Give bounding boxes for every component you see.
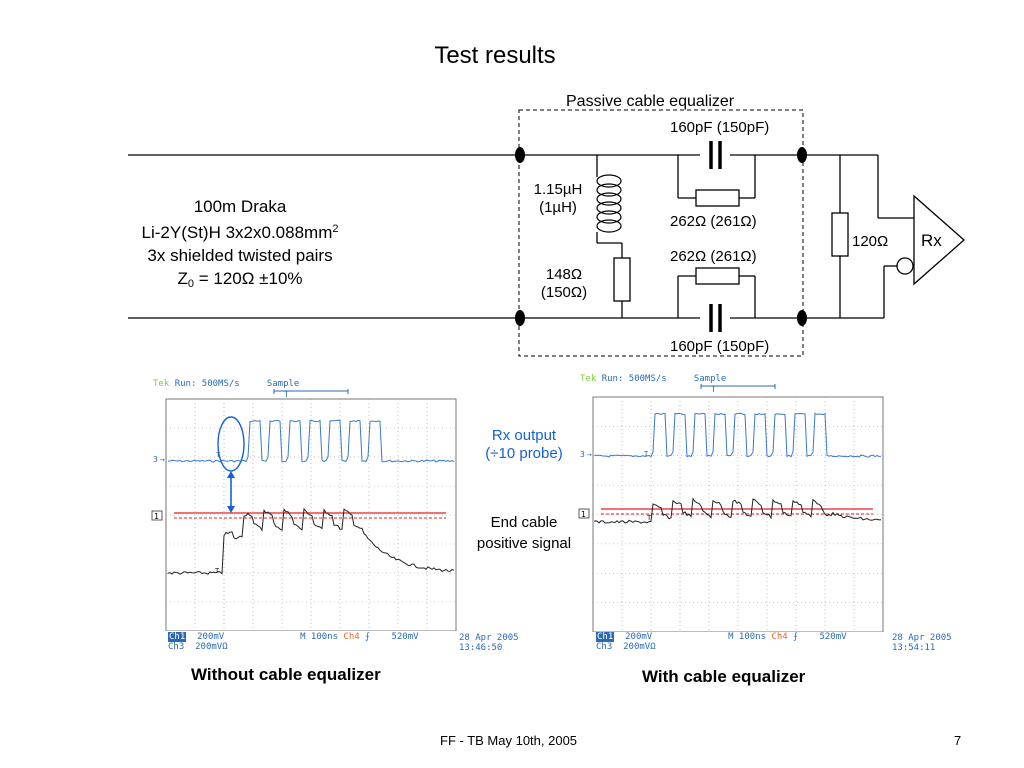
slide-title: Test results: [434, 42, 556, 69]
svg-text:1: 1: [581, 510, 586, 519]
page-number: 7: [954, 733, 962, 748]
top-series-resistor: [695, 189, 740, 207]
scope1-cable-signal-trace: [167, 507, 455, 575]
receiver-triangle: [913, 194, 965, 286]
svg-text:T: T: [647, 514, 652, 522]
cable-length: 100m Draka: [193, 197, 287, 216]
cable-type: Li-2Y(St)H 3x2x0.088mm2: [141, 223, 339, 242]
scope1-rx-output-trace: [167, 419, 455, 463]
equalizer-title: Passive cable equalizer: [566, 93, 735, 110]
scope2-trigger-pos: T: [711, 385, 716, 394]
scope2-cable-signal-trace: [594, 497, 882, 524]
termination-label: 120Ω: [852, 233, 889, 250]
junction-dot: [515, 147, 525, 163]
scope1-screen: T 3 → 1 T T: [151, 389, 457, 631]
cable-description: 100m Draka Li-2Y(St)H 3x2x0.088mm2 3x sh…: [110, 195, 370, 296]
footer-text: FF - TB May 10th, 2005: [440, 733, 578, 748]
cable-impedance: Z0 = 120Ω ±10%: [177, 269, 303, 290]
junction-dot: [797, 147, 807, 163]
scope1-caption: Without cable equalizer: [191, 665, 381, 684]
receiver-label: Rx: [921, 231, 942, 250]
bottom-capacitor-symbol: [700, 304, 730, 332]
top-resistor-label: 262Ω (261Ω): [670, 213, 757, 230]
svg-text:→: →: [587, 450, 592, 459]
top-capacitor-symbol: [700, 141, 730, 169]
inverting-input-bubble: [896, 257, 914, 275]
scope1-trigger-pos: T: [284, 390, 289, 399]
scope2-footer: Ch1 200mV M 100ns Ch4 ⨍ 520mV Ch3 200mVΩ: [596, 632, 847, 652]
scope2-ch1-marker: [578, 508, 590, 519]
scope2-ch3-marker: 3: [580, 450, 585, 459]
inductor-label: 1.15µH(1µH): [533, 181, 583, 216]
equalizer-schematic: [128, 109, 965, 357]
scope1-ch3-marker: 3: [153, 455, 158, 464]
scope2-caption: With cable equalizer: [642, 667, 806, 686]
svg-text:T: T: [644, 450, 649, 458]
bottom-series-resistor: [695, 267, 740, 285]
scope2-header: Tek Run: 500MS/s Sample: [580, 374, 727, 384]
scope1-footer: Ch1 200mV M 100ns Ch4 ⨍ 520mV Ch3 200mVΩ: [168, 632, 419, 652]
svg-text:1: 1: [154, 512, 159, 521]
bottom-resistor-label: 262Ω (261Ω): [670, 248, 757, 265]
scope2-screen: T 3 → 1 T T: [578, 384, 884, 632]
bottom-capacitor-label: 160pF (150pF): [670, 338, 770, 355]
junction-dot: [515, 310, 525, 326]
svg-text:→: →: [160, 455, 165, 464]
rx-output-annotation: Rx output(÷10 probe): [485, 427, 563, 462]
scope1-ch1-marker: [151, 510, 163, 521]
cable-pairs: 3x shielded twisted pairs: [147, 246, 333, 265]
shunt-resistor: [613, 257, 631, 302]
top-capacitor-label: 160pF (150pF): [670, 119, 770, 136]
equalizer-box: [518, 109, 804, 357]
inductor-coil: [596, 174, 622, 233]
junction-dot: [797, 310, 807, 326]
shunt-resistor-label: 148Ω(150Ω): [540, 266, 588, 301]
termination-resistor: [831, 212, 849, 257]
svg-text:T: T: [215, 567, 220, 575]
scope2-rx-output-trace: [594, 412, 882, 458]
scope1-header: Tek Run: 500MS/s Sample: [153, 379, 300, 389]
